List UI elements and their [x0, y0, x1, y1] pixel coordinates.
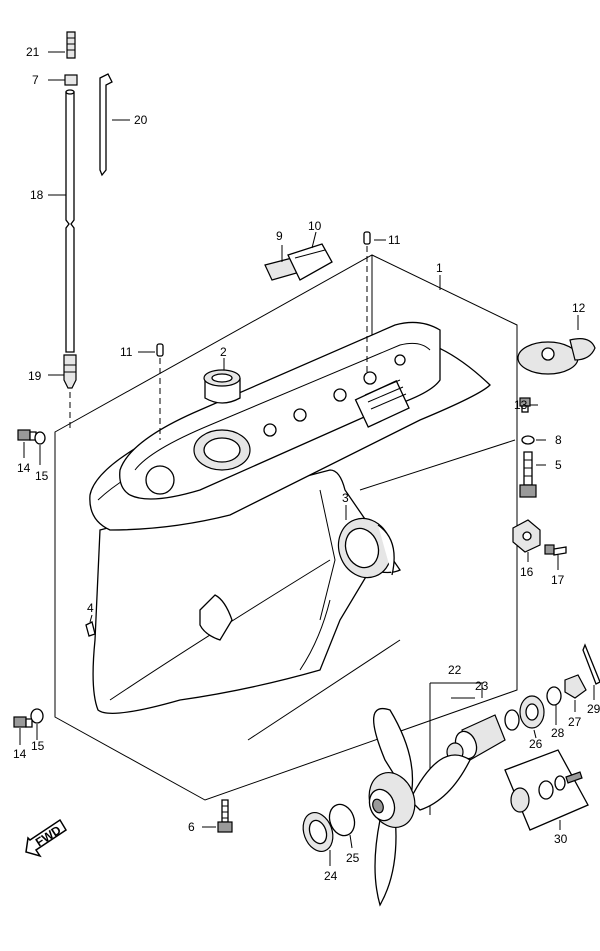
- callout-3: 3: [342, 491, 349, 505]
- right-fasteners: [512, 397, 567, 556]
- callout-1: 1: [436, 261, 443, 275]
- callout-2: 2: [220, 345, 227, 359]
- callout-24: 24: [324, 869, 338, 883]
- callout-12: 12: [572, 301, 586, 315]
- callout-11-top: 11: [388, 233, 401, 247]
- callout-6: 6: [188, 820, 195, 834]
- callout-17: 17: [551, 573, 565, 587]
- anode-part-12: [517, 338, 596, 375]
- callout-13: 13: [514, 398, 528, 412]
- bushing-part-2: [203, 369, 241, 404]
- screw-part-6: [217, 799, 233, 833]
- callout-30: 30: [554, 832, 568, 846]
- callout-9: 9: [276, 229, 283, 243]
- callout-14-top: 14: [17, 461, 31, 475]
- dowel-pins-11: [156, 231, 371, 440]
- callout-10: 10: [308, 219, 322, 233]
- callout-labels: 21 7 20 18 19 9 10 11 11 1 2 3 12 13 8 5…: [13, 45, 600, 883]
- plates-9-10: [264, 243, 333, 281]
- callout-5: 5: [555, 458, 562, 472]
- callout-7: 7: [32, 73, 39, 87]
- leader-lines: [19, 51, 595, 866]
- drive-shaft-group: [63, 31, 113, 430]
- callout-20: 20: [134, 113, 148, 127]
- callout-11-left: 11: [120, 345, 133, 359]
- callout-16: 16: [520, 565, 534, 579]
- callout-28: 28: [551, 726, 565, 740]
- callout-18: 18: [30, 188, 44, 202]
- pin-part-4: [85, 621, 96, 637]
- callout-27: 27: [568, 715, 582, 729]
- callout-29: 29: [587, 702, 600, 716]
- callout-25: 25: [346, 851, 360, 865]
- callout-14-bottom: 14: [13, 747, 27, 761]
- left-fasteners: [13, 429, 46, 728]
- callout-22: 22: [448, 663, 462, 677]
- callout-15-bottom: 15: [31, 739, 45, 753]
- callout-19: 19: [28, 369, 42, 383]
- gear-case: [89, 321, 491, 714]
- callout-15-top: 15: [35, 469, 49, 483]
- callout-23: 23: [475, 679, 489, 693]
- bearing-part-3: [337, 517, 395, 579]
- callout-8: 8: [555, 433, 562, 447]
- callout-26: 26: [529, 737, 543, 751]
- callout-4: 4: [87, 601, 94, 615]
- fwd-arrow: FWD: [25, 818, 68, 858]
- propeller-group: [247, 439, 600, 907]
- callout-21: 21: [26, 45, 40, 59]
